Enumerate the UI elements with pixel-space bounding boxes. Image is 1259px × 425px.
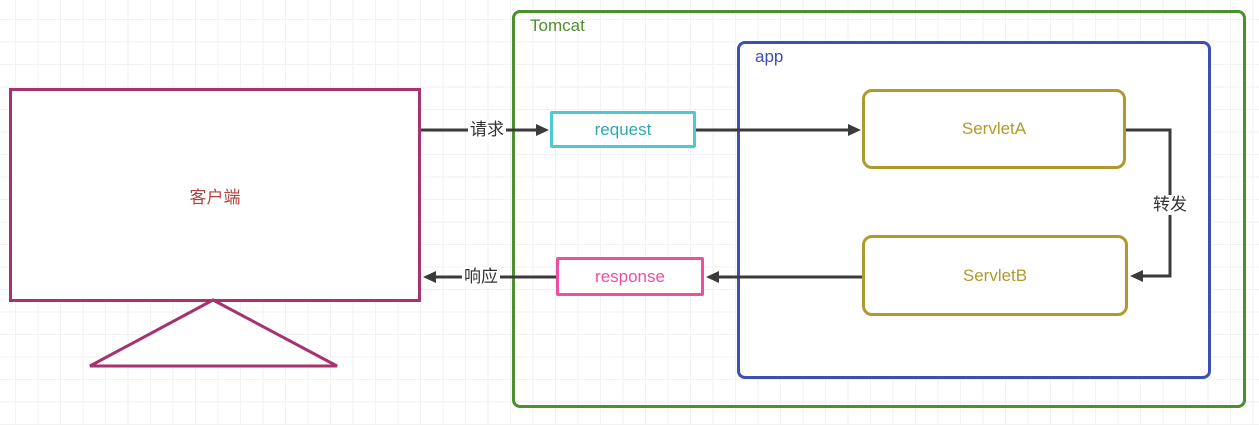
edge-label-forward: 转发 <box>1151 195 1189 215</box>
servlet-b-node: ServletB <box>862 235 1128 316</box>
servlet-a-label: ServletA <box>961 119 1027 138</box>
servlet-a-node: ServletA <box>862 89 1126 169</box>
edge-label-response: 响应 <box>462 267 500 287</box>
client-monitor-stand <box>89 298 338 368</box>
edge-label-request: 请求 <box>468 120 506 140</box>
request-node: request <box>550 111 696 148</box>
tomcat-container: Tomcat <box>512 10 1246 408</box>
servlet-b-label: ServletB <box>962 265 1028 285</box>
app-label: app <box>755 47 784 66</box>
response-node: response <box>556 257 704 296</box>
response-label: response <box>595 266 665 286</box>
client-label: 客户端 <box>189 187 241 207</box>
request-label: request <box>594 119 652 139</box>
response-edge-arrowhead-icon <box>423 271 436 283</box>
client-node: 客户端 <box>9 88 421 302</box>
tomcat-label: Tomcat <box>530 16 585 35</box>
